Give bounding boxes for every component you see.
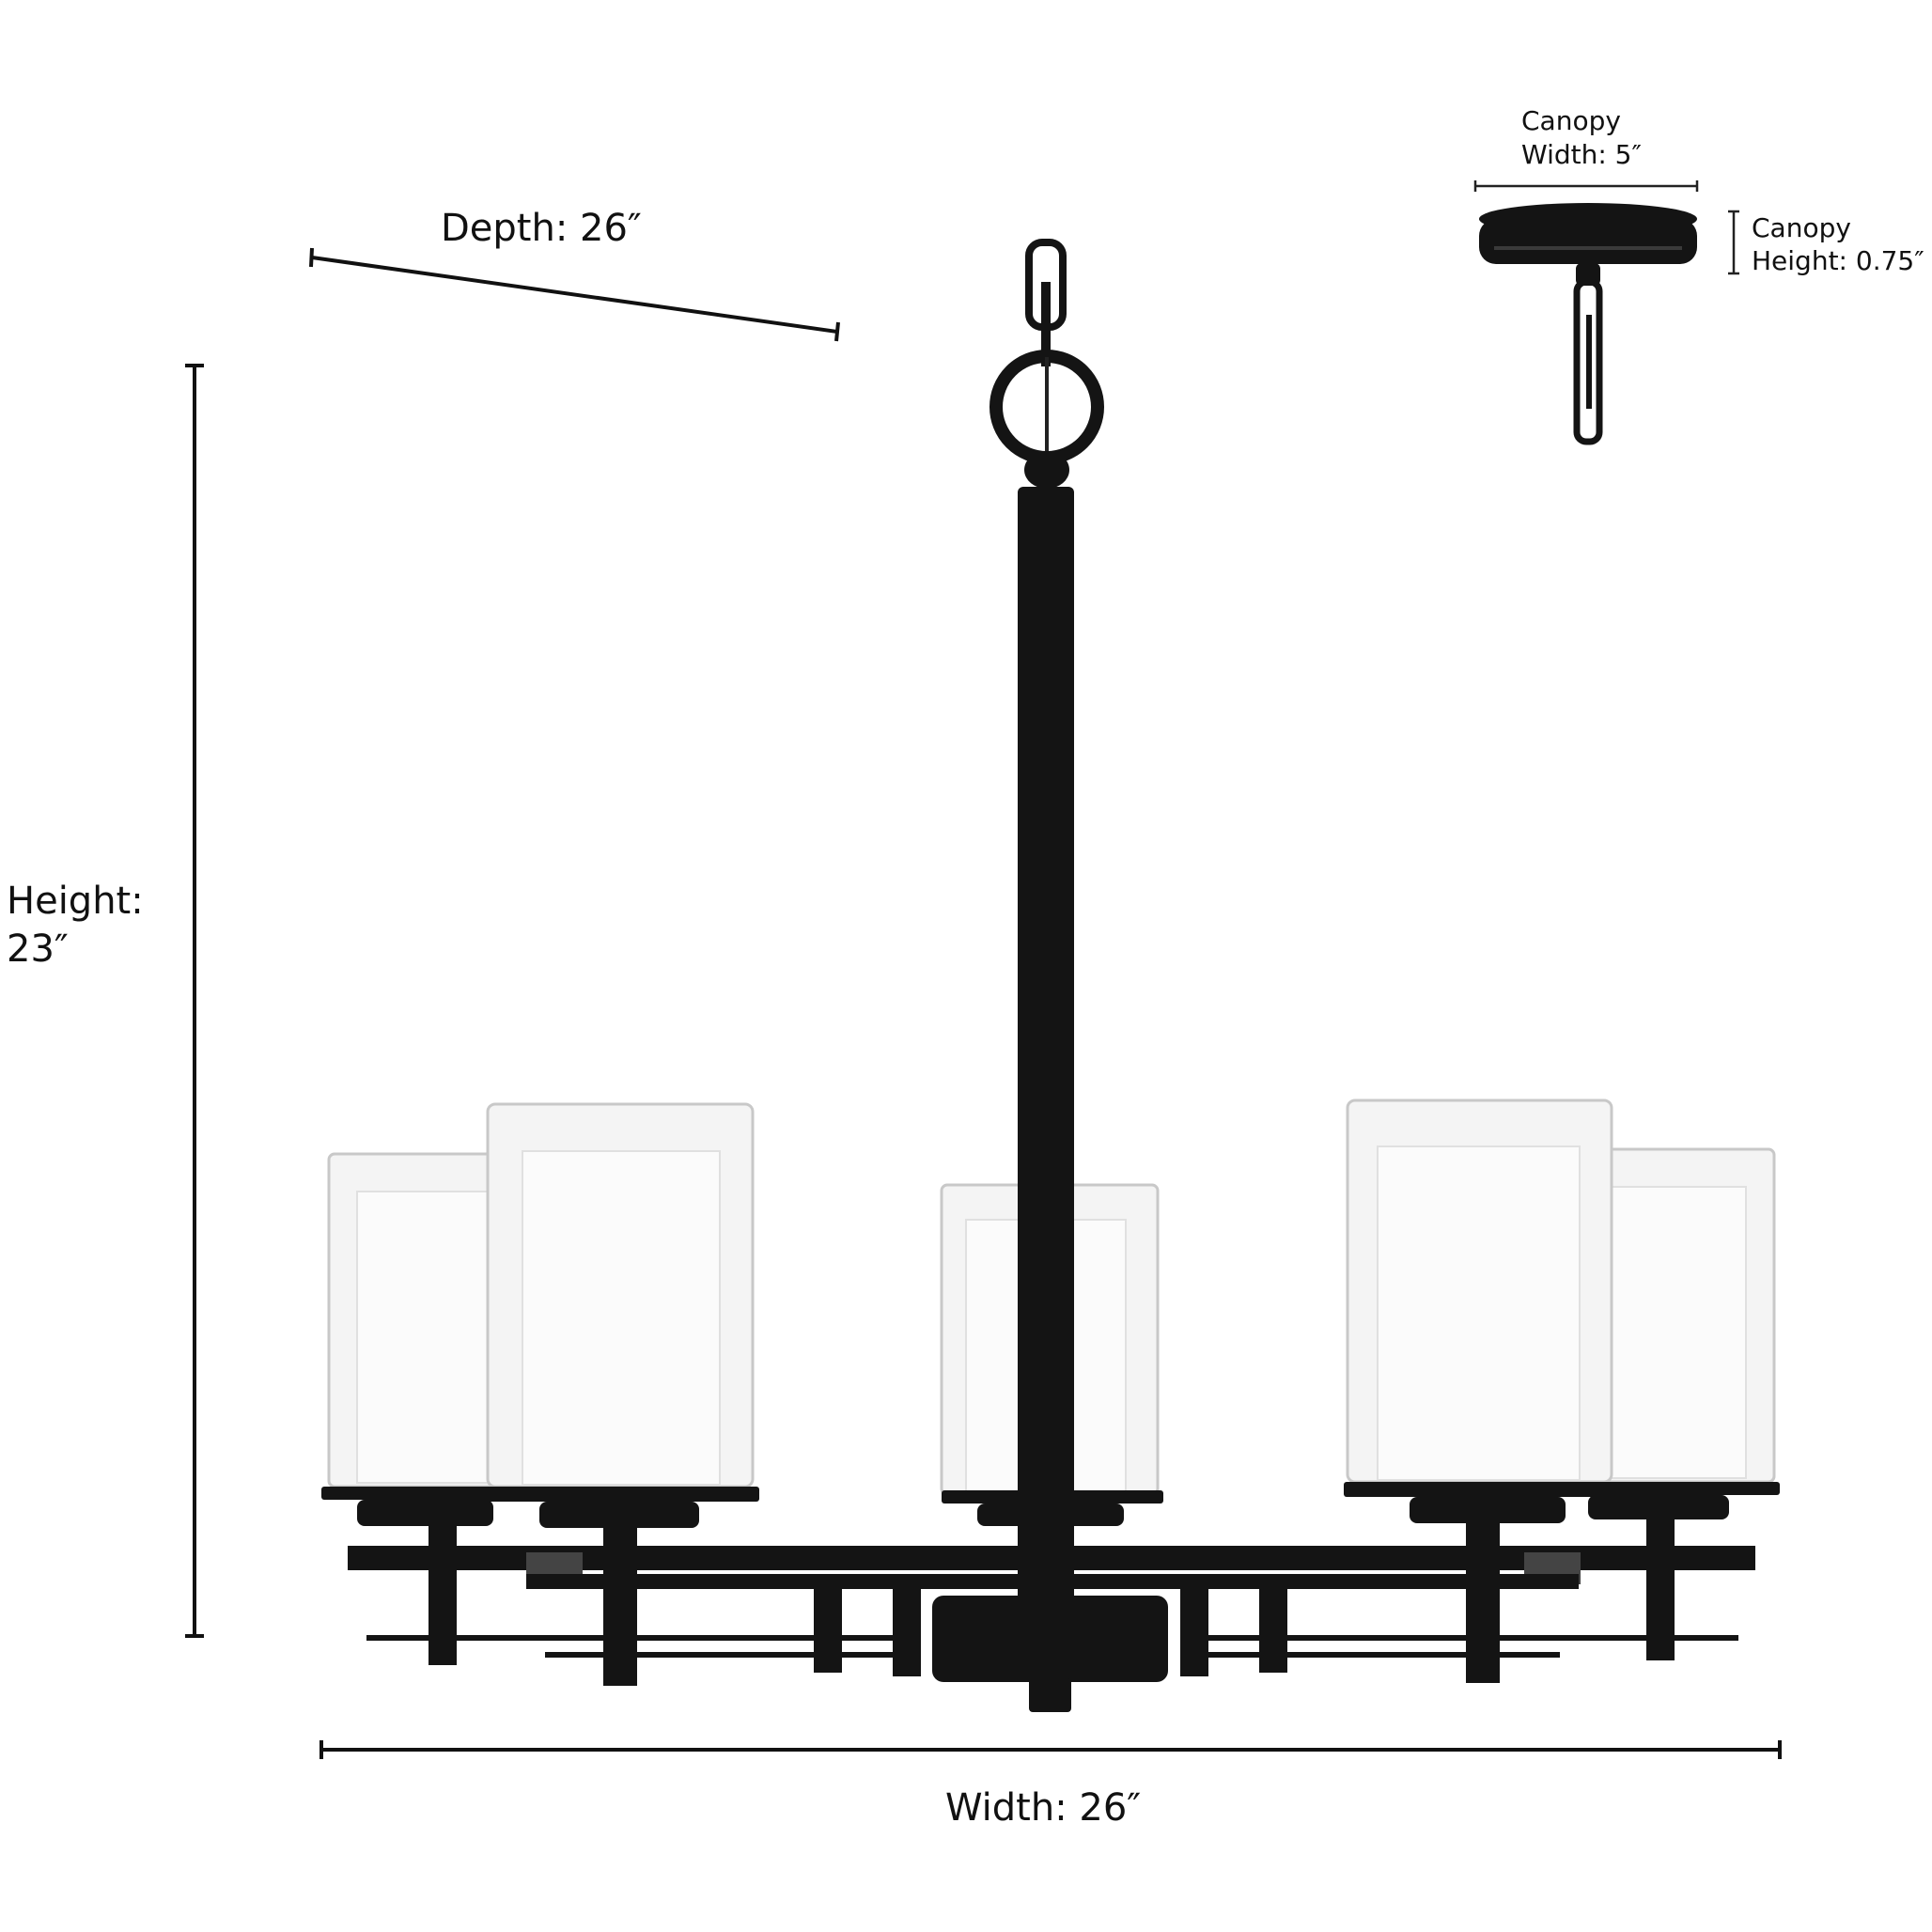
chandelier-image — [321, 239, 1780, 1712]
height-label-line1: Height: — [7, 880, 144, 923]
chain — [1025, 239, 1067, 366]
shade-left-front — [486, 1102, 755, 1488]
center-stem — [1018, 487, 1074, 1605]
depth-dimension: Depth: 26″ — [309, 207, 840, 342]
shade-right-back — [1575, 1147, 1776, 1484]
height-label-line2: 23″ — [7, 927, 69, 971]
canopy-width-label-line2: Width: 5″ — [1521, 139, 1642, 170]
canopy-icon — [1479, 203, 1697, 445]
center-hub — [932, 1596, 1168, 1712]
canopy-height-label-line1: Canopy — [1752, 212, 1851, 243]
canopy-height-label-line2: Height: 0.75″ — [1752, 245, 1924, 276]
canopy-inset: Canopy Width: 5″ Canopy Height: 0.75″ — [1473, 105, 1924, 445]
width-label: Width: 26″ — [945, 1786, 1141, 1830]
depth-label: Depth: 26″ — [441, 207, 642, 250]
width-dimension: Width: 26″ — [319, 1740, 1782, 1830]
height-dimension: Height: 23″ — [7, 364, 204, 1638]
shade-cups — [321, 1482, 1780, 1528]
arm-frame — [348, 1519, 1755, 1686]
canopy-width-label-line1: Canopy — [1521, 105, 1621, 136]
shade-right-front — [1346, 1098, 1613, 1484]
